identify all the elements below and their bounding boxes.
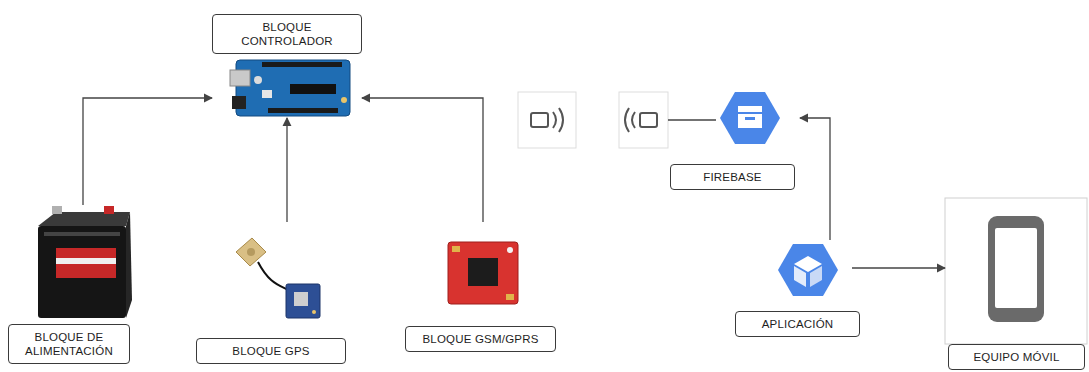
- app-icon: [770, 231, 845, 309]
- power-block: BLOQUE DE ALIMENTACIÓN: [5, 205, 161, 366]
- block-label: BLOQUE GSM/GPRS: [414, 332, 547, 346]
- battery: [38, 206, 132, 318]
- controller-block: BLOQUE CONTROLADOR: [212, 12, 362, 118]
- arduino-board: [230, 60, 350, 116]
- block-label: BLOQUE CONTROLADOR: [221, 20, 353, 48]
- block-label: BLOQUE GPS: [205, 344, 337, 358]
- gsm-module: [448, 242, 518, 304]
- label-box: BLOQUE GPS: [196, 338, 346, 364]
- block-label: FIREBASE: [679, 170, 786, 184]
- arrow-connector: [286, 118, 287, 222]
- label-box: BLOQUE DE ALIMENTACIÓN: [8, 324, 130, 364]
- app-block: APLICACIÓN: [735, 240, 860, 337]
- mobile-block: EQUIPO MÓVIL: [945, 198, 1089, 370]
- link-line: [668, 119, 716, 120]
- signal-icon: [619, 92, 668, 148]
- arrow-connector: [362, 98, 483, 222]
- label-box: FIREBASE: [670, 164, 795, 190]
- label-box: EQUIPO MÓVIL: [948, 344, 1085, 370]
- firebase-block: FIREBASE: [668, 88, 800, 190]
- label-box: BLOQUE CONTROLADOR: [212, 14, 362, 54]
- block-label: APLICACIÓN: [744, 317, 851, 331]
- gps-block: BLOQUE GPS: [196, 222, 346, 364]
- block-label: BLOQUE DE ALIMENTACIÓN: [17, 330, 121, 358]
- arrow-connector: [800, 118, 830, 240]
- mobile-device: [945, 198, 1087, 344]
- gsm-block: BLOQUE GSM/GPRS: [405, 222, 561, 352]
- label-box: BLOQUE GSM/GPRS: [405, 326, 556, 352]
- arrow-connector: [83, 98, 212, 205]
- block-label: EQUIPO MÓVIL: [957, 350, 1076, 364]
- gps-module: [236, 238, 320, 318]
- arrow-connector: [852, 267, 945, 268]
- signal-icon: [518, 92, 576, 148]
- label-box: APLICACIÓN: [735, 311, 860, 337]
- firebase-icon: [712, 79, 787, 157]
